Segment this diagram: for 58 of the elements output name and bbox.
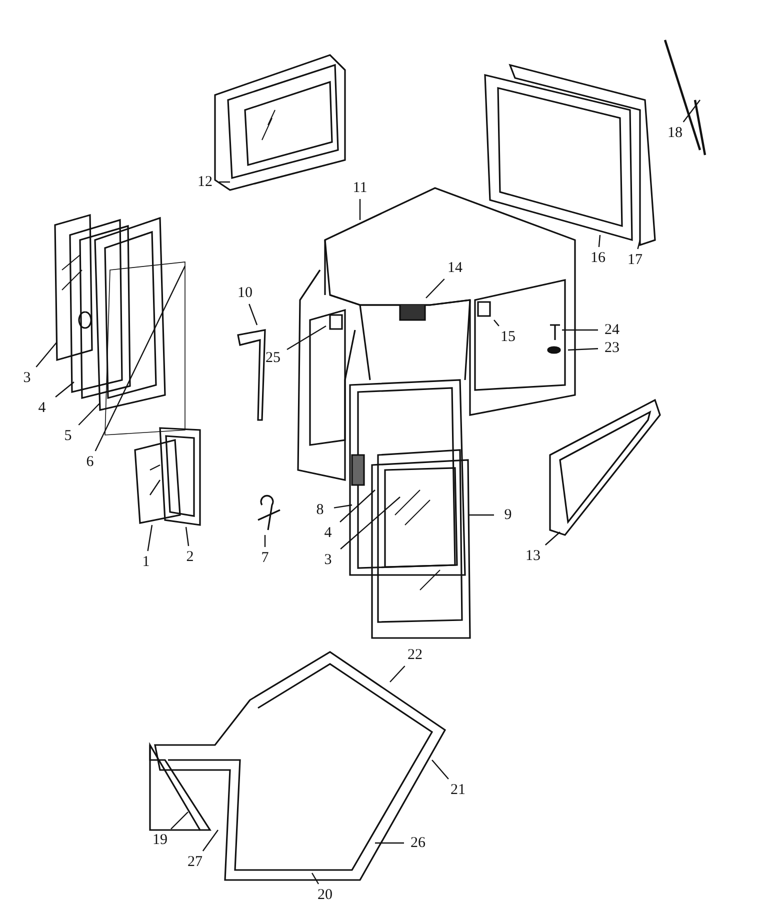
callout-number: 21 xyxy=(446,781,470,799)
leader-line xyxy=(94,266,186,452)
leader-line xyxy=(264,535,266,547)
leader-line xyxy=(170,812,188,830)
callout-number: 8 xyxy=(308,501,332,519)
leader-line xyxy=(78,402,100,426)
leader-line xyxy=(598,234,601,248)
callout-number: 22 xyxy=(403,646,427,664)
callout-number: 26 xyxy=(406,834,430,852)
leader-line xyxy=(340,496,400,550)
callout-number: 4 xyxy=(316,524,340,542)
leader-line xyxy=(185,526,190,546)
leader-line xyxy=(568,348,598,351)
callout-number: 6 xyxy=(78,453,102,471)
callout-number: 17 xyxy=(623,251,647,269)
callout-number: 10 xyxy=(233,284,257,302)
leader-line xyxy=(311,872,320,884)
leader-line xyxy=(682,100,700,122)
leader-line xyxy=(36,342,58,368)
callout-number: 12 xyxy=(193,173,217,191)
callout-number: 20 xyxy=(313,886,337,904)
leader-line xyxy=(375,842,404,844)
callout-number: 2 xyxy=(178,548,202,566)
leader-line xyxy=(468,514,494,516)
leader-line xyxy=(334,504,352,508)
leader-line xyxy=(359,199,361,220)
callout-number: 3 xyxy=(316,551,340,569)
callout-number: 9 xyxy=(496,506,520,524)
leader-line xyxy=(219,181,230,183)
leader-line xyxy=(340,490,376,522)
callout-number: 7 xyxy=(253,549,277,567)
leader-line xyxy=(286,325,326,350)
callout-number: 4 xyxy=(30,399,54,417)
leader-line xyxy=(390,666,406,682)
leader-line xyxy=(147,524,153,552)
leader-line xyxy=(544,532,560,546)
leader-line xyxy=(494,320,500,326)
leader-line xyxy=(637,240,641,250)
leader-line xyxy=(426,278,445,298)
callout-number: 11 xyxy=(348,179,372,197)
callout-number: 27 xyxy=(183,853,207,871)
callout-number: 5 xyxy=(56,427,80,445)
callout-number: 13 xyxy=(521,547,545,565)
leader-line xyxy=(55,382,74,398)
callout-number: 24 xyxy=(600,321,624,339)
callout-number: 1 xyxy=(134,553,158,571)
callout-number: 25 xyxy=(261,349,285,367)
callout-number: 3 xyxy=(15,369,39,387)
leader-line xyxy=(432,760,449,780)
callout-number: 16 xyxy=(586,249,610,267)
callout-number: 15 xyxy=(496,328,520,346)
callout-number: 19 xyxy=(148,831,172,849)
callout-number: 14 xyxy=(443,259,467,277)
leader-line xyxy=(562,329,598,331)
leader-line xyxy=(248,304,258,326)
leader-line xyxy=(202,830,218,852)
callout-number: 23 xyxy=(600,339,624,357)
callout-number: 18 xyxy=(663,124,687,142)
